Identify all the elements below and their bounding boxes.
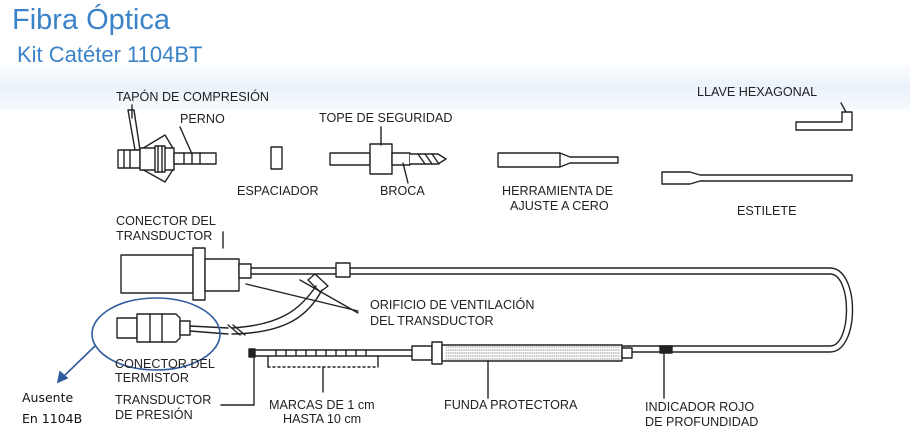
annotation-absent: Ausente (22, 390, 74, 405)
stylet-part (661, 171, 853, 185)
label-marks-line2: HASTA 10 cm (283, 412, 362, 426)
label-marks-line1: MARCAS DE 1 cm (269, 398, 375, 412)
depth-indicator-part (659, 345, 673, 354)
label-protective-sheath: FUNDA PROTECTORA (444, 398, 578, 412)
absent-annotation-marker (56, 297, 221, 384)
label-zero-tool-line1: HERRAMIENTA DE (502, 184, 614, 198)
label-drill: BROCA (380, 184, 425, 198)
page-subtitle: Kit Catéter 1104BT (17, 42, 203, 67)
bolt-part (173, 152, 217, 165)
pressure-transducer-tip (220, 348, 433, 406)
label-thermistor-connector-line2: TERMISTOR (115, 371, 189, 385)
label-transducer-connector-line2: TRANSDUCTOR (116, 229, 213, 243)
cm-marks (275, 350, 367, 356)
safety-stop-part (329, 143, 411, 175)
label-pressure-transducer-line1: TRANSDUCTOR (115, 393, 212, 407)
label-vent-hole-line1: ORIFICIO DE VENTILACIÓN (370, 298, 535, 312)
hex-key-part (795, 111, 853, 131)
annotation-model: En 1104B (22, 411, 83, 426)
header-background (0, 0, 910, 110)
label-thermistor-connector-line1: CONECTOR DEL (115, 357, 215, 371)
page-title: Fibra Óptica (12, 4, 170, 36)
protective-sheath-part (411, 341, 633, 399)
catheter-tubing (227, 262, 854, 353)
label-spacer: ESPACIADOR (237, 184, 319, 198)
thermistor-connector-part (116, 313, 229, 343)
label-bolt: PERNO (180, 112, 225, 126)
label-transducer-connector-line1: CONECTOR DEL (116, 214, 216, 228)
label-compression-cap: TAPÓN DE COMPRESIÓN (116, 90, 270, 104)
zero-adjust-tool-part (497, 152, 619, 168)
label-hex-key: LLAVE HEXAGONAL (697, 85, 818, 99)
label-zero-tool-line2: AJUSTE A CERO (510, 199, 609, 213)
label-depth-indicator-line2: DE PROFUNDIDAD (645, 415, 759, 429)
label-stylet: ESTILETE (737, 204, 797, 218)
label-safety-stop: TOPE DE SEGURIDAD (319, 111, 453, 125)
drill-part (409, 153, 447, 165)
label-pressure-transducer-line2: DE PRESIÓN (115, 408, 193, 422)
spacer-part (270, 146, 283, 170)
compression-cap-part (117, 109, 175, 183)
label-depth-indicator-line1: INDICADOR ROJO (645, 400, 755, 414)
transducer-connector-part (120, 231, 252, 301)
label-vent-hole-line2: DEL TRANSDUCTOR (370, 314, 494, 328)
